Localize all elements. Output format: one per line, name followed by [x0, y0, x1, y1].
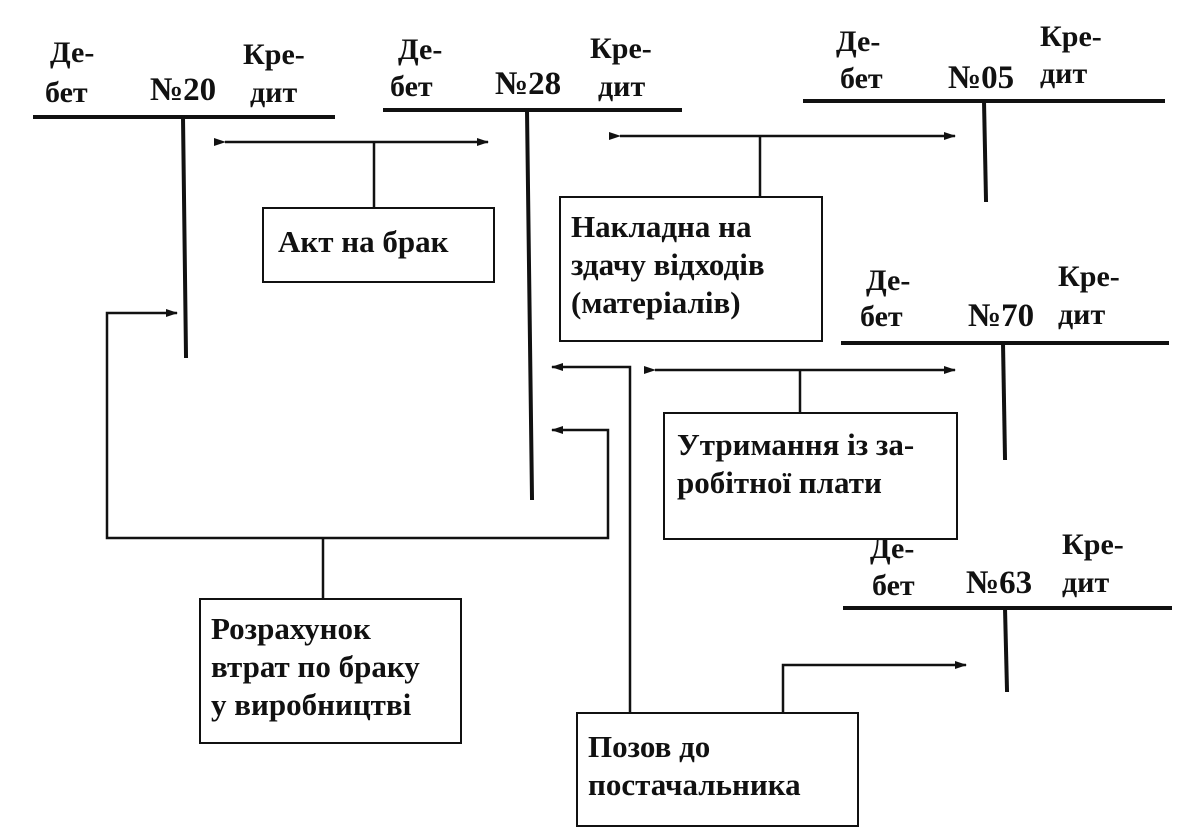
waste-invoice-line-1: Накладна на	[571, 209, 752, 244]
account-20-credit-top: Кре-	[243, 38, 305, 71]
account-20-credit-bottom: дит	[250, 76, 298, 109]
loss-calc-loop-right	[323, 426, 610, 540]
defect-act-text: Акт на брак	[278, 224, 449, 259]
waste-invoice-line-2: здачу відходів	[571, 246, 765, 282]
wage-deduction-line-2: робітної плати	[677, 464, 882, 500]
loss-calc-loop-left	[105, 309, 323, 540]
account-63-debit-bottom: бет	[872, 569, 915, 602]
account-05-stem	[981, 98, 989, 203]
account-05-credit-top: Кре-	[1040, 20, 1102, 53]
account-28-credit-top: Кре-	[590, 32, 652, 65]
defect-act-box: Акт на брак	[262, 207, 495, 283]
account-70-credit-top: Кре-	[1058, 260, 1120, 293]
account-28-number: №28	[495, 66, 562, 102]
account-20-stem	[180, 114, 189, 359]
account-70-stem	[1000, 340, 1008, 461]
supplier-claim-line-right	[781, 661, 967, 712]
wage-deduction-line-1: Утримання із за-	[677, 427, 915, 462]
account-05-debit-bottom: бет	[840, 62, 883, 95]
waste-invoice-line-3: (матеріалів)	[571, 284, 741, 320]
account-28-debit-top: Де-	[398, 33, 443, 66]
loss-calculation-line-3: у виробництві	[211, 686, 412, 722]
supplier-claim-box: Позов до постачальника	[576, 712, 859, 827]
account-20-debit-top: Де-	[50, 36, 95, 69]
loss-calculation-line-2: втрат по браку	[211, 648, 420, 684]
account-70-debit-top: Де-	[866, 264, 911, 297]
supplier-claim-line-2: постачальника	[588, 766, 801, 802]
account-70-credit-bottom: дит	[1058, 298, 1106, 331]
account-28-credit-bottom: дит	[598, 70, 646, 103]
account-20-debit-bottom: бет	[45, 76, 88, 109]
account-63-credit-top: Кре-	[1062, 528, 1124, 561]
account-63-number: №63	[966, 565, 1033, 601]
account-05-debit-top: Де-	[836, 25, 881, 58]
account-70-number: №70	[968, 298, 1035, 334]
loss-calculation-box: Розрахунок втрат по браку у виробництві	[199, 598, 462, 744]
account-05-number: №05	[948, 60, 1015, 96]
supplier-claim-line-up	[551, 363, 632, 712]
account-20-number: №20	[150, 72, 217, 108]
waste-invoice-box: Накладна на здачу відходів (матеріалів)	[559, 196, 823, 342]
account-63-credit-bottom: дит	[1062, 566, 1110, 599]
wage-deduction-box: Утримання із за- робітної плати	[663, 412, 958, 540]
account-05-credit-bottom: дит	[1040, 57, 1088, 90]
supplier-claim-line-1: Позов до	[588, 729, 711, 764]
account-28-debit-bottom: бет	[390, 70, 433, 103]
loss-calculation-line-1: Розрахунок	[211, 611, 371, 646]
account-63-stem	[1002, 605, 1010, 693]
account-28-stem	[524, 107, 535, 501]
account-70-debit-bottom: бет	[860, 300, 903, 333]
